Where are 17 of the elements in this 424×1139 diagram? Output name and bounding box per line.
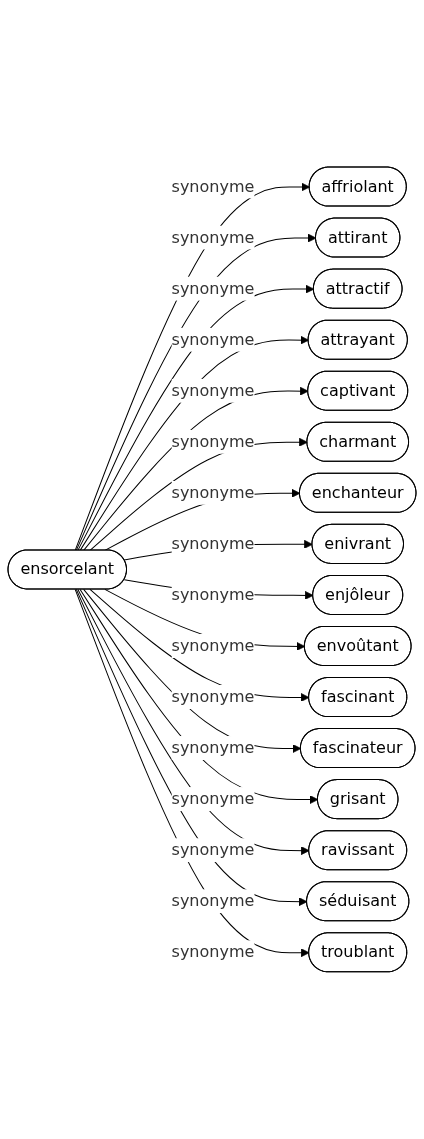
edge-label: synonyme	[171, 176, 255, 196]
edge-label: synonyme	[171, 533, 255, 553]
edge-label: synonyme	[171, 380, 255, 400]
edge-label: synonyme	[171, 891, 255, 911]
arrow	[83, 589, 302, 753]
edge-label: synonyme	[171, 585, 255, 605]
edge-label: synonyme	[171, 636, 255, 656]
edge-label: synonyme	[171, 687, 255, 707]
edge-label: synonyme	[171, 431, 255, 451]
edge-label: synonyme	[171, 789, 255, 809]
edge-label: synonyme	[171, 329, 255, 349]
edge-label: synonyme	[171, 738, 255, 758]
edge-label: synonyme	[171, 942, 255, 962]
edge-label: synonyme	[171, 227, 255, 247]
edge-label: synonyme	[171, 840, 255, 860]
edge-label: synonyme	[171, 482, 255, 502]
edge-label: synonyme	[171, 278, 255, 298]
